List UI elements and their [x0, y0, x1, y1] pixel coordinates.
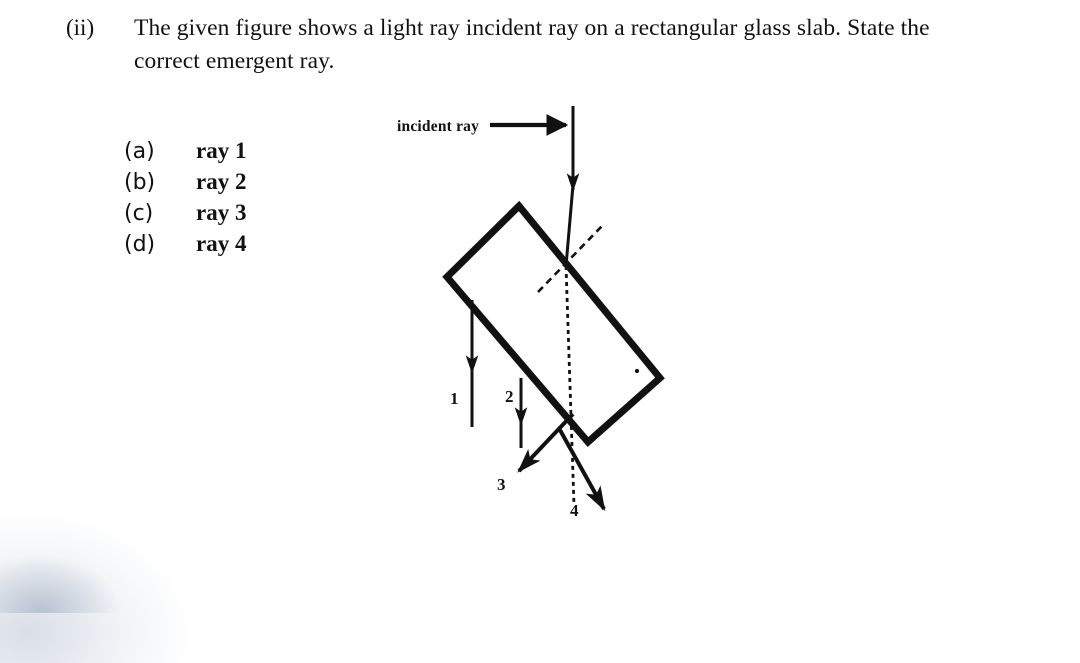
- option-c-label: ray 3: [196, 200, 247, 225]
- option-b-key: (b): [124, 170, 156, 195]
- option-a[interactable]: (a) ray 1: [124, 138, 246, 169]
- question-block: (ii) The given figure shows a light ray …: [66, 12, 966, 78]
- scan-shadow: [0, 513, 190, 663]
- ray-diagram-figure: incident ray 1 2 3 4: [397, 106, 665, 520]
- question-row: (ii) The given figure shows a light ray …: [66, 12, 966, 78]
- incident-ray-label: incident ray: [397, 118, 479, 135]
- ray-4-segment: [558, 429, 606, 512]
- option-c-key: (c): [124, 201, 154, 226]
- option-d[interactable]: (d) ray 4: [124, 231, 246, 262]
- question-text: The given figure shows a light ray incid…: [134, 15, 930, 74]
- ray-1-label: 1: [450, 389, 459, 408]
- option-b-label: ray 2: [196, 169, 247, 194]
- option-a-label: ray 1: [196, 138, 247, 163]
- options-list: (a) ray 1 (b) ray 2 (c) ray 3 (d) ray 4: [124, 138, 246, 262]
- ray-3-label: 3: [497, 475, 506, 494]
- option-a-key: (a): [124, 139, 155, 164]
- question-marker: (ii): [66, 15, 95, 40]
- ray-3-segment: [517, 412, 575, 473]
- option-d-label: ray 4: [196, 231, 247, 256]
- glass-slab: [442, 200, 665, 447]
- ray-4-label: 4: [570, 501, 579, 520]
- ray-2-label: 2: [505, 387, 514, 406]
- scan-shadow-secondary: [0, 553, 120, 613]
- option-d-key: (d): [124, 232, 156, 257]
- scan-speck: [634, 368, 640, 374]
- incident-direction-continuation: [564, 265, 576, 506]
- option-b[interactable]: (b) ray 2: [124, 169, 246, 200]
- normal-line-at-entry: [537, 225, 603, 293]
- incident-ray-lower-segment: [564, 184, 575, 267]
- ray-diagram-svg: incident ray 1 2 3 4: [397, 106, 665, 520]
- option-c[interactable]: (c) ray 3: [124, 200, 246, 231]
